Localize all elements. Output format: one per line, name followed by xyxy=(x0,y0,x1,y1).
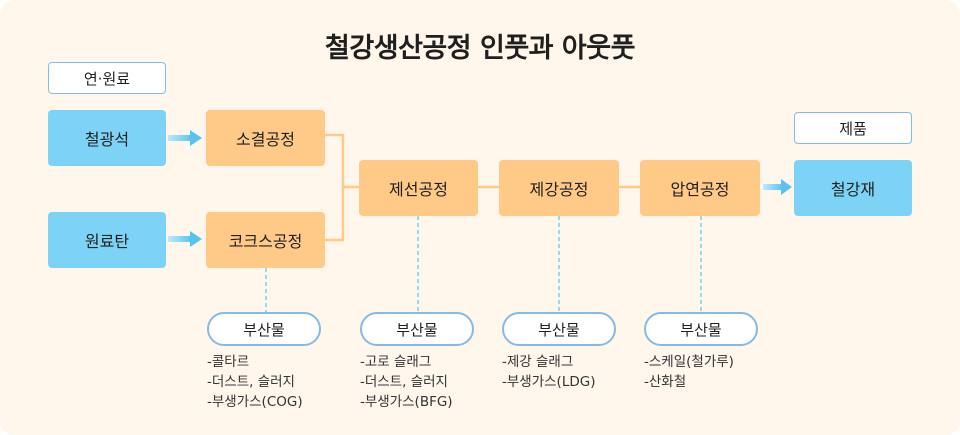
bracket-to-ironmaking xyxy=(325,133,359,242)
byproduct-item: -부생가스(LDG) xyxy=(502,374,596,390)
byproduct-item: -스케일(철가루) xyxy=(644,354,734,370)
process-sintering: 소결공정 xyxy=(206,110,325,166)
process-coking: 코크스공정 xyxy=(206,212,325,268)
byproduct-list-ironmaking: -고로 슬래그 -더스트, 슬러지 -부생가스(BFG) xyxy=(360,352,453,412)
byproduct-item: -고로 슬래그 xyxy=(360,354,432,370)
arrow-ore-to-sinter xyxy=(168,130,202,146)
byproduct-item: -산화철 xyxy=(644,374,687,390)
process-rolling: 압연공정 xyxy=(640,160,760,216)
arrow-coal-to-coke xyxy=(168,231,202,247)
byproduct-list-rolling: -스케일(철가루) -산화철 xyxy=(644,352,734,392)
diagram-title: 철강생산공정 인풋과 아웃풋 xyxy=(325,33,635,64)
output-steel-product: 철강재 xyxy=(794,160,912,216)
byproduct-badge-ironmaking: 부산물 xyxy=(360,312,474,346)
byproduct-badge-steelmaking: 부산물 xyxy=(502,312,616,346)
byproduct-list-steelmaking: -제강 슬래그 -부생가스(LDG) xyxy=(502,352,595,392)
process-steelmaking: 제강공정 xyxy=(499,160,619,216)
byproduct-item: -부생가스(COG) xyxy=(207,394,303,410)
byproduct-item: -부생가스(BFG) xyxy=(360,394,453,410)
byproduct-item: -더스트, 슬러지 xyxy=(207,374,295,390)
byproduct-item: -콜타르 xyxy=(207,354,250,370)
arrow-rolling-to-output xyxy=(763,179,792,195)
input-coking-coal: 원료탄 xyxy=(48,212,166,268)
product-label: 제품 xyxy=(794,112,912,144)
byproduct-badge-coking: 부산물 xyxy=(207,312,321,346)
byproduct-item: -더스트, 슬러지 xyxy=(360,374,448,390)
byproduct-badge-rolling: 부산물 xyxy=(644,312,758,346)
byproduct-item: -제강 슬래그 xyxy=(502,354,574,370)
input-label: 연·원료 xyxy=(48,62,166,94)
input-iron-ore: 철광석 xyxy=(48,110,166,166)
byproduct-list-coking: -콜타르 -더스트, 슬러지 -부생가스(COG) xyxy=(207,352,303,412)
process-ironmaking: 제선공정 xyxy=(359,160,478,216)
